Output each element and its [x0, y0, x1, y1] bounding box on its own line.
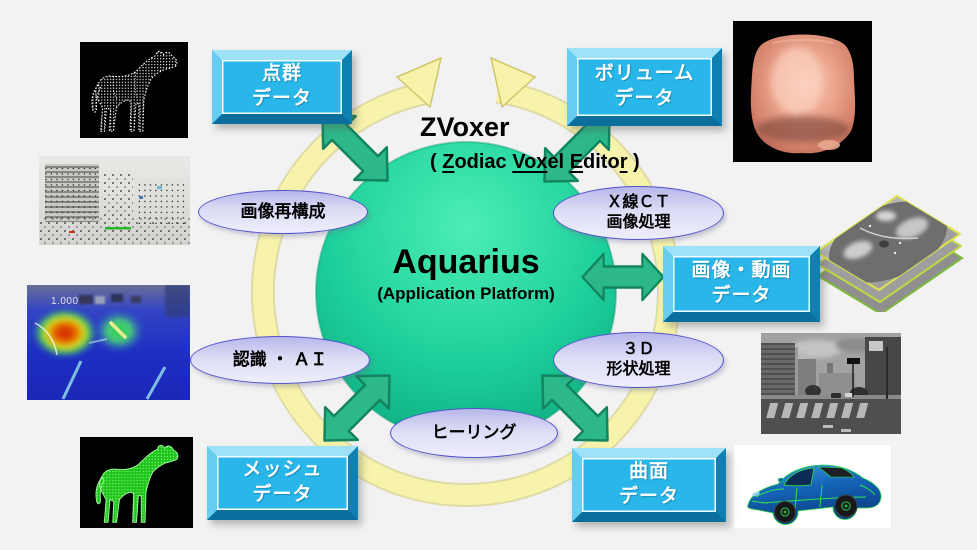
- data-box-label: 画像・動画 データ: [691, 259, 791, 308]
- zvoxer-subtitle: ( Zodiac Voxel Editor ): [430, 151, 640, 174]
- oval-line-1: Ｘ線ＣＴ: [606, 194, 671, 211]
- process-oval-3d-shape: ３Ｄ 形状処理: [553, 332, 724, 388]
- box-line-2: データ: [614, 88, 675, 109]
- city-point-cloud-image: [39, 156, 190, 245]
- volume-torso-image: [733, 21, 872, 162]
- road-heatmap-graphic: [27, 285, 190, 400]
- mesh-horse-image: [80, 437, 193, 528]
- subtitle-segment: (: [430, 151, 443, 173]
- point-cloud-horse-graphic: [91, 50, 178, 132]
- process-oval-image-reconstruction: 画像再構成: [198, 190, 368, 234]
- surface-car-image: [734, 445, 891, 528]
- box-line-2: データ: [618, 486, 679, 507]
- point-cloud-horse-image: [80, 42, 188, 138]
- subtitle-segment: r: [619, 151, 628, 173]
- mesh-horse-graphic: [95, 444, 179, 523]
- process-oval-recognition-ai: 認識 ・ ＡＩ: [190, 336, 370, 384]
- box-line-1: メッシュ: [242, 459, 323, 481]
- ring-arrowhead-right: [489, 56, 537, 109]
- subtitle-segment: Z: [442, 151, 455, 173]
- box-line-1: ボリューム: [594, 63, 695, 85]
- data-box-label: 曲面 データ: [619, 460, 679, 509]
- heatmap-score-label: 1.000: [51, 296, 79, 307]
- subtitle-segment: el: [547, 151, 570, 173]
- box-line-2: データ: [711, 285, 772, 306]
- subtitle-segment: dito: [583, 151, 620, 173]
- oval-line-1: 認識 ・ ＡＩ: [232, 350, 328, 370]
- data-box-image-video: 画像・動画 データ: [663, 246, 820, 322]
- box-line-2: データ: [251, 88, 312, 109]
- ct-slices-image: [800, 188, 968, 312]
- ct-slices-graphic: [814, 194, 964, 312]
- city-point-cloud-graphic: [39, 156, 190, 245]
- data-box-label: 点群 データ: [252, 62, 312, 111]
- data-box-point-cloud: 点群 データ: [212, 50, 352, 124]
- box-line-1: 曲面: [628, 461, 669, 483]
- oval-line-2: 画像処理: [606, 214, 671, 231]
- street-photo-graphic: [761, 333, 901, 434]
- subtitle-segment: E: [569, 151, 584, 173]
- data-box-surface: 曲面 データ: [572, 448, 726, 522]
- box-line-2: データ: [252, 484, 313, 505]
- street-photo-image: [761, 333, 901, 434]
- road-heatmap-image: 1.000: [27, 285, 190, 400]
- volume-torso-graphic: [750, 34, 856, 154]
- subtitle-segment: Vox: [512, 151, 548, 173]
- subtitle-segment: odiac: [454, 151, 513, 173]
- ring-arrowhead-left: [395, 56, 443, 109]
- data-box-label: ボリューム データ: [595, 62, 694, 111]
- surface-car-graphic: [747, 464, 882, 525]
- box-line-1: 点群: [261, 63, 302, 85]
- platform-name: Aquarius: [392, 243, 540, 281]
- process-oval-healing: ヒーリング: [390, 408, 558, 458]
- oval-line-1: ヒーリング: [431, 423, 517, 443]
- oval-line-2: 形状処理: [606, 361, 671, 378]
- data-box-mesh: メッシュ データ: [207, 446, 358, 520]
- platform-subtitle: (Application Platform): [377, 284, 555, 304]
- subtitle-segment: ): [627, 151, 640, 173]
- oval-line-1: ３Ｄ: [622, 341, 655, 358]
- data-box-volume: ボリューム データ: [567, 48, 722, 126]
- box-line-1: 画像・動画: [691, 260, 792, 282]
- zvoxer-title: ZVoxer: [420, 112, 510, 142]
- data-box-label: メッシュ データ: [242, 458, 322, 507]
- oval-line-1: 画像再構成: [240, 202, 326, 222]
- process-oval-xray-ct: Ｘ線ＣＴ 画像処理: [553, 186, 724, 240]
- platform-center-label: Aquarius (Application Platform): [316, 243, 616, 304]
